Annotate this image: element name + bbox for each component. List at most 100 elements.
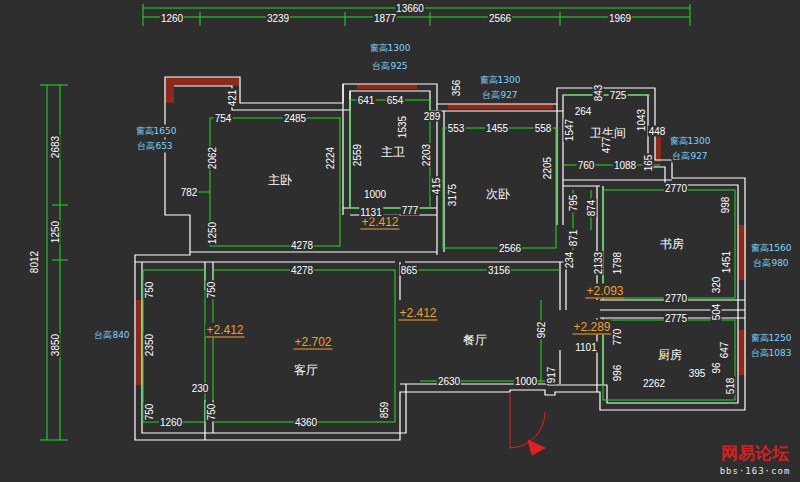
room-name: 书房 bbox=[659, 236, 685, 253]
dimension-number: 996 bbox=[612, 364, 623, 383]
dimension-number: 558 bbox=[534, 123, 553, 134]
dimension-line bbox=[350, 100, 430, 208]
dimension-number: 782 bbox=[180, 187, 199, 198]
wall bbox=[343, 84, 350, 215]
window-hatch bbox=[448, 104, 553, 109]
dimension-number: 3239 bbox=[266, 13, 290, 24]
watermark: 网易论坛 bbox=[720, 442, 790, 465]
dimension-number: 421 bbox=[227, 89, 238, 108]
dimension-number: 1101 bbox=[574, 342, 598, 353]
window-note: 台高653 bbox=[136, 140, 173, 153]
dimension-line bbox=[143, 270, 205, 422]
dimension-number: 2683 bbox=[50, 135, 61, 159]
dimension-number: 1547 bbox=[564, 118, 575, 142]
dimension-number: 1455 bbox=[485, 123, 509, 134]
dimension-number: 1877 bbox=[373, 13, 397, 24]
window-hatch bbox=[165, 77, 240, 86]
dimension-number: 1250 bbox=[50, 220, 61, 244]
dimension-number: 2770 bbox=[664, 183, 688, 194]
dimension-number: 1535 bbox=[397, 115, 408, 139]
dimension-number: 2770 bbox=[664, 293, 688, 304]
dimension-line bbox=[40, 85, 68, 440]
dimension-number: 264 bbox=[574, 106, 593, 117]
wall bbox=[557, 104, 563, 225]
dimension-number: 4360 bbox=[294, 417, 318, 428]
dimension-number: 750 bbox=[144, 403, 155, 422]
dimension-number: 504 bbox=[711, 303, 722, 322]
window-note: 台高980 bbox=[752, 257, 789, 270]
dimension-number: 96 bbox=[711, 361, 722, 374]
dimension-number: 448 bbox=[648, 126, 667, 137]
dimension-line bbox=[400, 95, 660, 381]
dimension-number: 750 bbox=[144, 281, 155, 300]
window-hatch bbox=[655, 132, 661, 162]
dimension-number: 234 bbox=[564, 251, 575, 270]
elevation-mark: +2.289 bbox=[572, 320, 611, 335]
dimension-line bbox=[182, 190, 591, 384]
dimension-line bbox=[443, 128, 556, 248]
dimension-number: 356 bbox=[451, 79, 462, 98]
window-note: 台高1083 bbox=[750, 347, 793, 360]
dimension-number: 641 bbox=[357, 95, 376, 106]
window-note: 窗高1250 bbox=[750, 332, 793, 345]
dimension-number: 998 bbox=[720, 196, 731, 215]
window-hatch bbox=[165, 77, 174, 103]
dimension-line bbox=[40, 4, 735, 440]
dimension-number: 2203 bbox=[421, 143, 432, 167]
window-note: 窗高1650 bbox=[135, 125, 178, 138]
dimension-number: 874 bbox=[586, 199, 597, 218]
dimension-line bbox=[213, 270, 395, 422]
dimension-number: 13660 bbox=[395, 3, 425, 14]
dimension-number: 1250 bbox=[207, 221, 218, 245]
elevation-mark: +2.412 bbox=[398, 306, 437, 321]
dimension-number: 1131 bbox=[359, 207, 383, 218]
dimension-number: 2133 bbox=[593, 251, 604, 275]
room-name: 厨房 bbox=[657, 347, 683, 364]
dimension-number: 477 bbox=[601, 136, 612, 155]
window-note: 窗高1560 bbox=[750, 242, 793, 255]
dimension-line bbox=[210, 118, 340, 246]
window-note: 窗高1300 bbox=[669, 135, 712, 148]
dimension-number: 843 bbox=[593, 84, 604, 103]
dimension-number: 962 bbox=[536, 321, 547, 340]
dimension-number: 518 bbox=[725, 377, 736, 396]
dimension-number: 1043 bbox=[636, 108, 647, 132]
dimension-number: 725 bbox=[609, 90, 628, 101]
dimension-number: 165 bbox=[643, 154, 654, 173]
dimension-number: 2566 bbox=[498, 243, 522, 254]
dimension-number: 1260 bbox=[159, 417, 183, 428]
dimension-number: 2559 bbox=[352, 143, 363, 167]
elevation-mark: +2.702 bbox=[293, 335, 332, 350]
dimension-number: 2630 bbox=[437, 376, 461, 387]
wall bbox=[142, 86, 738, 433]
dimension-number: 754 bbox=[214, 113, 233, 124]
dimension-number: 770 bbox=[612, 328, 623, 347]
entry-door bbox=[510, 392, 545, 455]
window-note: 窗高1300 bbox=[479, 74, 522, 87]
dimension-number: 4278 bbox=[290, 265, 314, 276]
dimension-number: 654 bbox=[386, 95, 405, 106]
window-note: 台高927 bbox=[481, 89, 518, 102]
dimension-number: 3156 bbox=[487, 265, 511, 276]
dimension-number: 2224 bbox=[325, 146, 336, 170]
dimension-number: 2775 bbox=[664, 313, 688, 324]
wall bbox=[135, 77, 745, 440]
room-name: 次卧 bbox=[485, 186, 511, 203]
room-name: 餐厅 bbox=[462, 332, 488, 349]
dimension-number: 2485 bbox=[283, 113, 307, 124]
dimension-number: 320 bbox=[711, 276, 722, 295]
dimension-number: 647 bbox=[719, 341, 730, 360]
dimension-number: 553 bbox=[447, 123, 466, 134]
window-hatch bbox=[357, 84, 417, 89]
wall bbox=[135, 252, 565, 262]
dimension-number: 917 bbox=[546, 366, 557, 385]
dimension-number: 1260 bbox=[160, 13, 184, 24]
dimension-number: 8012 bbox=[29, 250, 40, 274]
dimension-number: 750 bbox=[206, 403, 217, 422]
dimension-number: 1969 bbox=[608, 13, 632, 24]
dimension-number: 3175 bbox=[447, 183, 458, 207]
dimension-number: 1000 bbox=[514, 376, 538, 387]
dimension-number: 2205 bbox=[542, 156, 553, 180]
dimension-number: 865 bbox=[400, 265, 419, 276]
